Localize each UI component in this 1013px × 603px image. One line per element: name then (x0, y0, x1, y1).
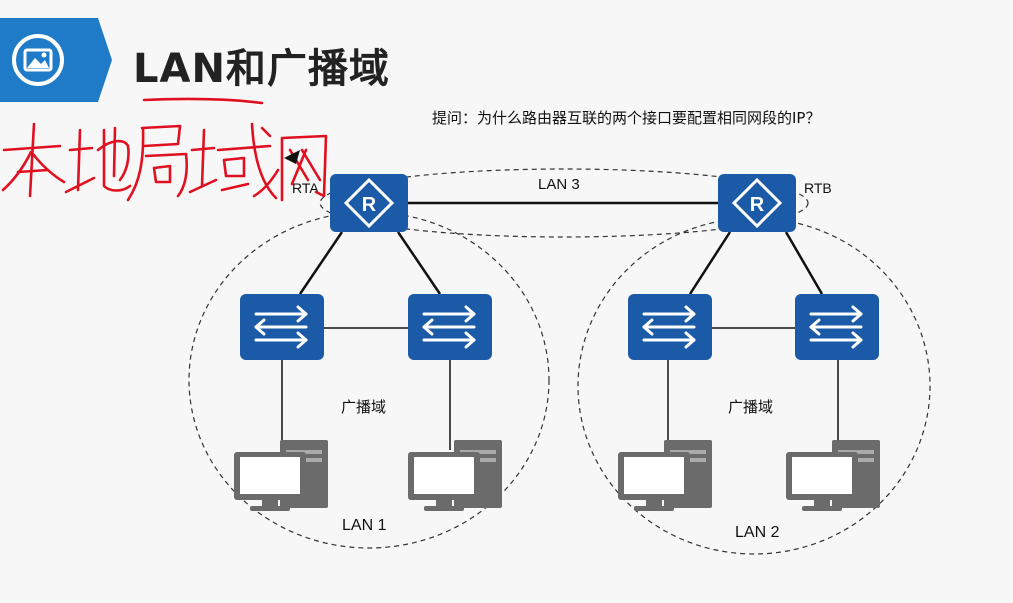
link-rta-sw2 (396, 231, 442, 295)
broadcast-domain-label-2: 广播域 (728, 398, 773, 416)
lan1-label: LAN 1 (342, 517, 387, 534)
router-label-rta: RTA (292, 180, 319, 196)
switch-icon-4 (793, 292, 881, 362)
switch-icon-2 (406, 292, 494, 362)
router-icon-rtb (716, 172, 798, 234)
pc-icon-3 (618, 440, 712, 511)
router-label-rtb: RTB (804, 180, 832, 196)
router-icon-rta (328, 172, 410, 234)
picture-icon (12, 34, 64, 86)
switch-icon-3 (626, 292, 714, 362)
lan2-label: LAN 2 (735, 524, 780, 541)
link-rta-sw1 (298, 231, 344, 295)
lan-links (281, 327, 839, 450)
title-banner (0, 18, 112, 102)
pc-icon-4 (786, 440, 880, 511)
broadcast-domain-lan3 (319, 168, 809, 238)
link-rtb-sw3 (688, 231, 732, 295)
switch-icon-1 (238, 292, 326, 362)
broadcast-domain-label-1: 广播域 (341, 398, 386, 416)
network-links (298, 201, 824, 295)
link-rtb-sw4 (784, 231, 824, 295)
handwritten-annotation (1, 97, 328, 202)
pen-cursor-icon (284, 150, 300, 164)
lan3-label: LAN 3 (538, 176, 580, 193)
page-title: LAN和广播域 (133, 46, 390, 92)
question-text: 提问：为什么路由器互联的两个接口要配置相同网段的IP？ (432, 109, 821, 127)
pc-icon-2 (408, 440, 502, 511)
pc-icon-1 (234, 440, 328, 511)
